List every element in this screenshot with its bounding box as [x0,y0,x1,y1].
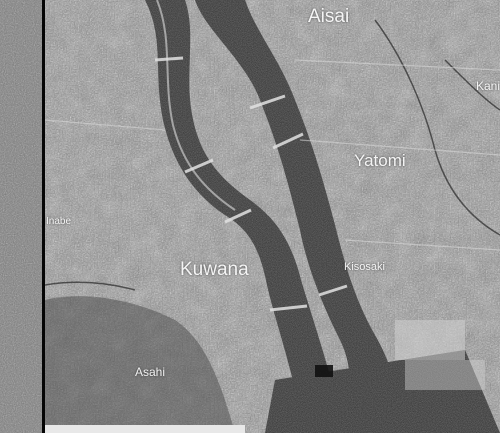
place-label-aisai: Aisai [308,6,350,27]
place-label-inabe: Inabe [46,216,72,227]
sar-map-image [45,0,500,433]
place-label-yatomi: Yatomi [354,151,406,170]
adjacent-tile-texture [0,0,42,433]
image-border-strip [45,425,245,433]
place-label-kisosaki: Kisosaki [344,261,385,273]
place-label-kanie: Kani [476,79,500,93]
tile-divider [42,0,45,433]
place-label-kuwana: Kuwana [180,259,249,280]
place-label-asahi: Asahi [135,365,166,379]
